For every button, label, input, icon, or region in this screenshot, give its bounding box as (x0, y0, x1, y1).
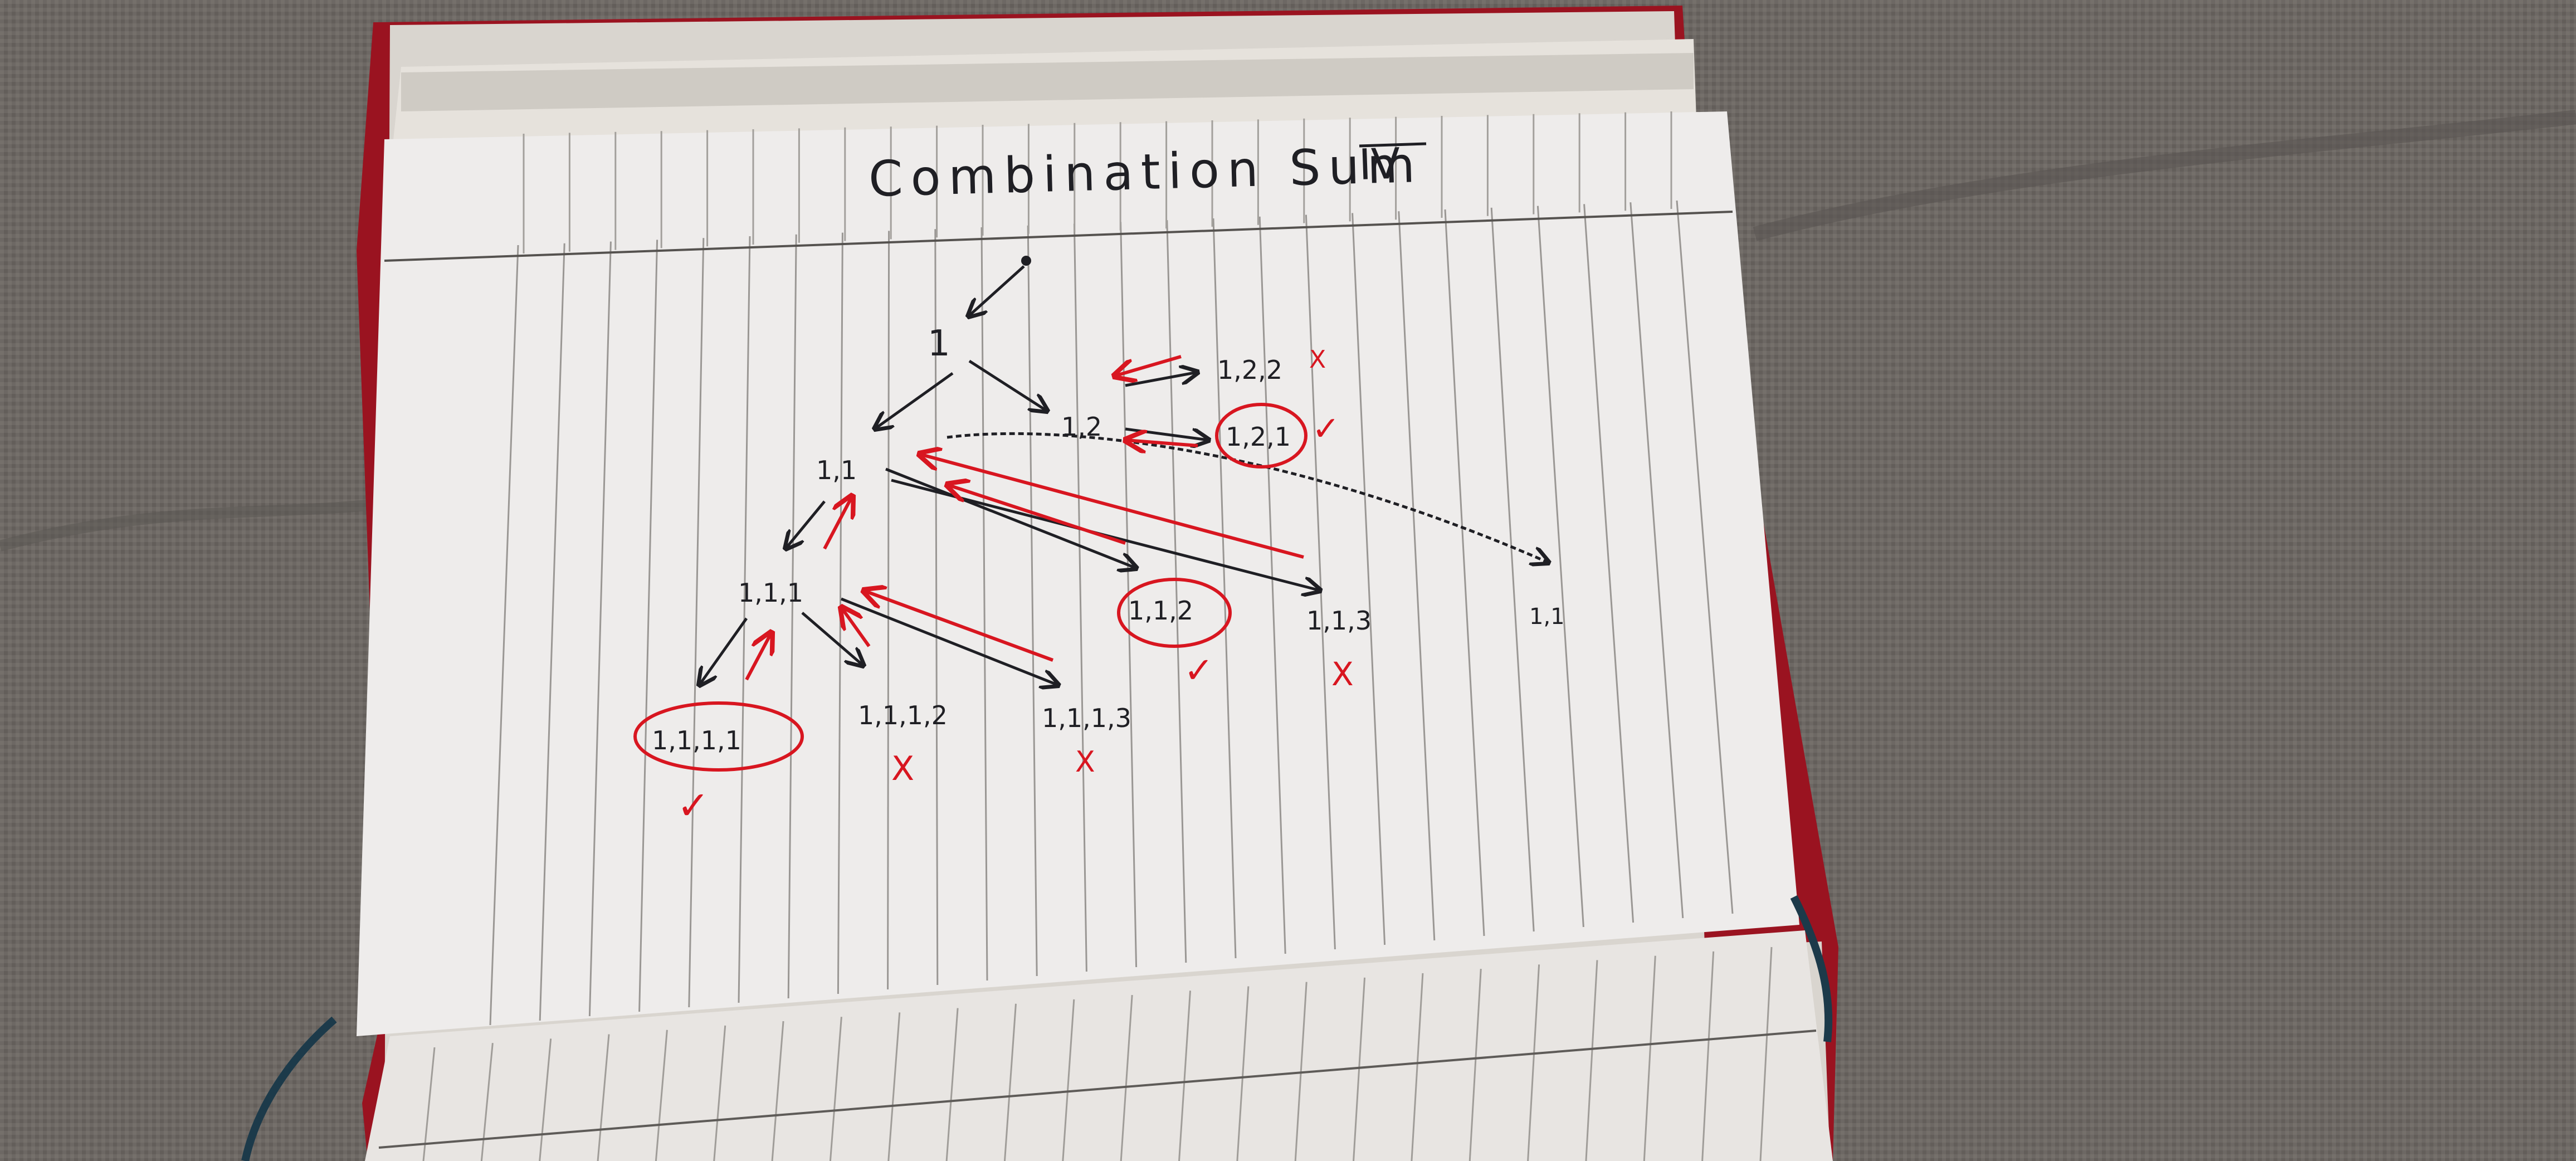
lower-page-rule-line (1759, 947, 1773, 1161)
notebook-page (357, 111, 1799, 1036)
node-1-1-3: 1,1,3 (1306, 606, 1372, 636)
node-1-1-1-3: 1,1,1,3 (1042, 703, 1131, 733)
title-numeral-overline (1359, 142, 1427, 148)
lower-page-rule-line (829, 1017, 842, 1161)
page-rule-line (588, 241, 612, 1017)
page-rule-line (1166, 220, 1187, 963)
node-1-2: 1,2 (1061, 412, 1102, 442)
lower-page-rule-line (655, 1030, 668, 1161)
page-rule-line (980, 227, 988, 981)
page-rule-line (1027, 225, 1038, 977)
page-rule-line (1398, 211, 1436, 941)
page-rule-line (1629, 202, 1684, 919)
page-tabs (401, 53, 1694, 111)
couch-cushion-seam (1753, 110, 2576, 241)
page-rule-line (1212, 218, 1237, 959)
node-1-1-1-2: 1,1,1,2 (858, 700, 948, 730)
page-rule-line (1073, 223, 1087, 972)
lower-page-rule-line (713, 1025, 726, 1161)
couch-fold (0, 496, 402, 552)
result-marks: X ✓ ✓ X ✓ X X (677, 345, 1354, 828)
lower-page-rule-line (1236, 986, 1250, 1161)
page-rule-line (638, 240, 658, 1012)
header-line (384, 211, 1733, 262)
page-rule-line (1490, 207, 1535, 932)
page-rule-line (539, 243, 565, 1021)
page-rule-line (934, 229, 939, 986)
notebook-lower-page (365, 930, 1833, 1161)
lower-page-rule-line (1527, 964, 1540, 1161)
mark-valid-1-2-1: ✓ (1312, 409, 1340, 448)
lower-page-rule-line (1701, 951, 1715, 1161)
lower-page-rule-line (1643, 955, 1656, 1161)
node-1-2-1: 1,2,1 (1226, 422, 1291, 452)
lower-page-rule-line (771, 1021, 784, 1161)
backtrack-arrows (633, 355, 1307, 772)
tree-nodes: 1 1,1 1,2 1,2,2 1,2,1 1,1,1 1,1,2 1,1,3 … (652, 323, 1565, 755)
mark-invalid-1-1-1-2: X (891, 749, 914, 788)
lower-page-rule-line (945, 1008, 959, 1161)
lower-page-rule-line (422, 1047, 436, 1161)
ribbon-bookmark (241, 1016, 337, 1161)
page-rule-line (787, 234, 797, 999)
circle-1-2-1 (1215, 403, 1307, 469)
page-rules (378, 111, 1817, 1161)
page-rule-line (1352, 213, 1386, 945)
circle-1-1-1-1 (633, 701, 804, 772)
node-1-1: 1,1 (816, 455, 857, 485)
page-rule-line (489, 245, 519, 1026)
page-rule-line (1258, 216, 1286, 954)
lower-page-rule-line (539, 1038, 552, 1161)
node-1-1-1-1: 1,1,1,1 (652, 725, 741, 755)
lower-page-rule-line (1411, 973, 1424, 1161)
mark-valid-1-1-1-1: ✓ (677, 783, 710, 828)
page-rule-line (887, 231, 890, 990)
page-rule-line (688, 238, 705, 1008)
wavy-arrow (947, 432, 1549, 563)
lower-page-rule-line (1585, 960, 1598, 1161)
lower-page-rule-line (1120, 994, 1133, 1161)
lower-page-rule-line (480, 1043, 494, 1161)
page-rule-line (1583, 204, 1635, 923)
lower-page-rule-line (1468, 969, 1482, 1161)
lower-page-rule-line (1003, 1003, 1017, 1161)
lower-page-rule-line (1353, 977, 1366, 1161)
mark-invalid-1-1-1-3: X (1075, 745, 1095, 779)
lower-page-rule-line (1062, 999, 1075, 1161)
node-1-1-2: 1,1,2 (1128, 596, 1193, 626)
lower-page-rule-line (597, 1034, 610, 1161)
circle-1-1-2 (1117, 578, 1232, 648)
mark-valid-1-1-2: ✓ (1184, 650, 1214, 691)
mark-invalid-1-2-2: X (1309, 345, 1326, 374)
lower-page-header-line (378, 1030, 1817, 1149)
root-dot (1021, 256, 1031, 266)
node-1-1-1: 1,1,1 (738, 578, 803, 608)
node-1-tail: 1,1 (1529, 604, 1565, 630)
node-1-2-2: 1,2,2 (1217, 355, 1282, 385)
page-rule-line (1536, 206, 1584, 928)
page-rule-line (1676, 200, 1734, 914)
lower-page-rule-line (887, 1012, 901, 1161)
mark-invalid-1-1-3: X (1331, 655, 1354, 693)
page-rule-line (1444, 209, 1485, 936)
node-1: 1 (928, 323, 950, 364)
ribbon-bookmark-right (1790, 895, 1833, 1042)
lower-page-rule-line (1178, 991, 1192, 1161)
